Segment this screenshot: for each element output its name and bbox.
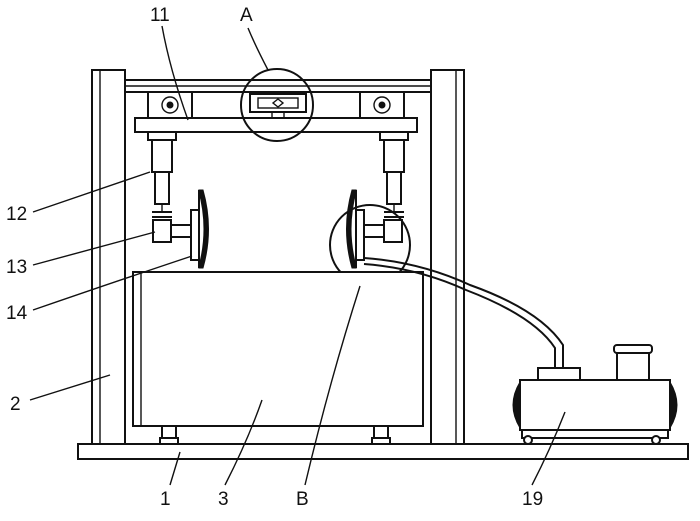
detail-circle-a — [240, 68, 314, 142]
base-plate — [77, 443, 689, 460]
left-motor — [152, 219, 192, 243]
right-motor — [363, 219, 403, 243]
label-12: 12 — [6, 204, 28, 225]
right-cylinder — [383, 139, 405, 218]
label-13: 13 — [6, 257, 28, 278]
label-19: 19 — [522, 489, 544, 510]
hose — [363, 257, 564, 368]
center-slider — [249, 93, 307, 119]
label-3: 3 — [218, 489, 229, 510]
box-feet — [159, 425, 391, 445]
left-disc — [190, 189, 209, 269]
right-disc — [346, 189, 365, 269]
pump-unit — [512, 344, 678, 445]
label-11: 11 — [150, 5, 170, 26]
label-1: 1 — [160, 489, 171, 510]
right-bearing-block — [359, 91, 405, 119]
leader-lines — [29, 25, 566, 486]
left-cylinder — [151, 139, 173, 218]
label-2: 2 — [10, 394, 21, 415]
left-frame-post — [91, 69, 126, 445]
label-14: 14 — [6, 303, 28, 324]
label-b: B — [296, 489, 309, 510]
workpiece-box — [132, 271, 424, 427]
moving-beam — [134, 117, 418, 133]
label-a: A — [240, 5, 253, 26]
right-frame-post — [430, 69, 465, 445]
